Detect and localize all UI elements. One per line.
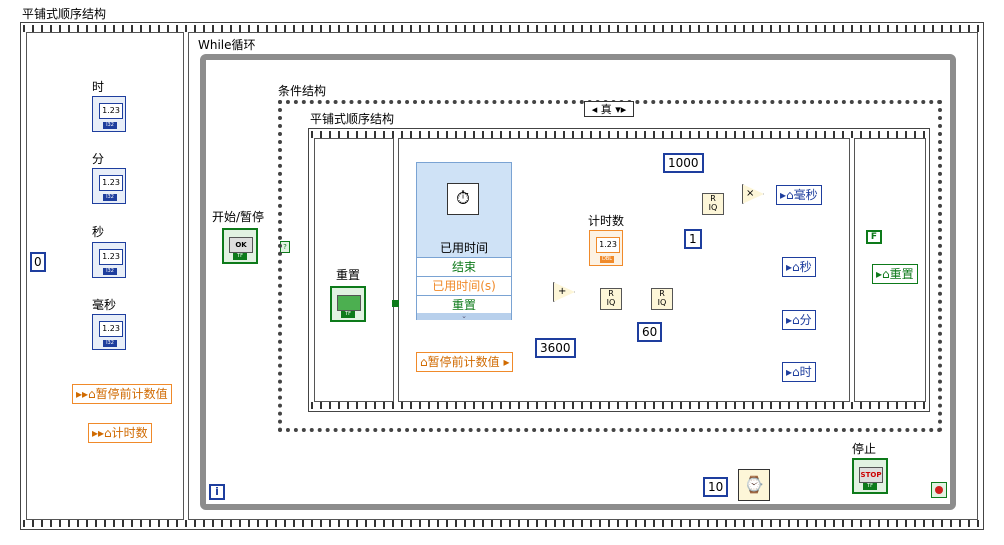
quotient-node-3-r: R xyxy=(710,194,716,203)
elapsed-row-end[interactable]: 结束 xyxy=(417,257,511,276)
local-pause-count-read-text: 暂停前计数值 xyxy=(427,355,500,369)
count-indicator-tag: DBL xyxy=(600,256,614,263)
while-loop[interactable] xyxy=(200,54,956,510)
stop-control[interactable]: STOP TF xyxy=(852,458,888,494)
reset-tag: TF xyxy=(341,311,355,318)
indicator-sec-value: 1.23 xyxy=(99,249,123,265)
elapsed-row-reset[interactable]: 重置 xyxy=(417,295,511,314)
loop-condition-terminal[interactable] xyxy=(931,482,947,498)
start-pause-label: 开始/暂停 xyxy=(212,210,265,224)
count-indicator-value: 1.23 xyxy=(596,237,620,253)
indicator-sec[interactable]: 1.23 I32 xyxy=(92,242,126,278)
reset-face xyxy=(337,295,361,311)
const-3600[interactable]: 3600 xyxy=(535,338,576,358)
stop-tag: TF xyxy=(863,483,877,490)
const-zero[interactable]: 0 xyxy=(30,252,46,272)
indicator-ms-label: 毫秒 xyxy=(92,298,117,312)
quotient-node-1-iq: IQ xyxy=(606,298,616,307)
local-pause-count-text: 暂停前计数值 xyxy=(95,387,168,401)
local-ms-text: 毫秒 xyxy=(793,188,818,202)
local-ms[interactable]: ▸⌂毫秒 xyxy=(776,185,822,205)
quotient-node-1-r: R xyxy=(608,289,614,298)
local-min-text: 分 xyxy=(799,313,812,327)
indicator-hour-value: 1.23 xyxy=(99,103,123,119)
elapsed-time-title: 已用时间 xyxy=(439,241,488,255)
film-strip-top xyxy=(21,25,983,32)
start-pause-face: OK xyxy=(229,237,253,253)
local-sec-text: 秒 xyxy=(799,260,812,274)
local-reset-text: 重置 xyxy=(889,267,914,281)
local-count-text: 计时数 xyxy=(111,426,148,440)
indicator-min-label: 分 xyxy=(92,152,105,166)
elapsed-time-vi[interactable]: ⏱ 已用时间 结束 已用时间(s) 重置 ⌄ xyxy=(416,162,512,320)
local-hour-text: 时 xyxy=(799,365,812,379)
local-pause-count-read[interactable]: ⌂暂停前计数值 ▸ xyxy=(416,352,514,372)
stop-condition-icon xyxy=(935,486,943,494)
stop-face: STOP xyxy=(859,467,883,483)
elapsed-row-seconds[interactable]: 已用时间(s) xyxy=(417,276,511,295)
local-pause-count[interactable]: ▸▸⌂暂停前计数值 xyxy=(72,384,172,404)
case-selector[interactable]: ◂ 真 ▾▸ xyxy=(584,101,634,117)
bool-tunnel xyxy=(392,300,399,307)
case-structure-title: 条件结构 xyxy=(278,84,327,98)
indicator-ms-value: 1.23 xyxy=(99,321,123,337)
const-60[interactable]: 60 xyxy=(637,322,663,342)
inner-frame-1[interactable] xyxy=(314,138,394,402)
indicator-sec-label: 秒 xyxy=(92,225,105,239)
indicator-min-tag: I32 xyxy=(103,194,117,201)
local-min[interactable]: ▸⌂分 xyxy=(782,310,816,330)
wait-ms-icon[interactable]: ⌚ xyxy=(738,469,770,501)
count-indicator-label: 计时数 xyxy=(588,214,625,228)
stop-label: 停止 xyxy=(852,442,877,456)
indicator-hour-tag: I32 xyxy=(103,122,117,129)
inner-film-bottom xyxy=(309,402,929,409)
indicator-min[interactable]: 1.23 I32 xyxy=(92,168,126,204)
iteration-terminal[interactable]: i xyxy=(209,484,225,500)
start-pause-control[interactable]: OK TF xyxy=(222,228,258,264)
local-sec[interactable]: ▸⌂秒 xyxy=(782,257,816,277)
while-loop-title: While循环 xyxy=(198,38,256,52)
const-10[interactable]: 10 xyxy=(703,477,729,497)
indicator-sec-tag: I32 xyxy=(103,268,117,275)
inner-sequence-title: 平铺式顺序结构 xyxy=(310,112,395,126)
reset-label: 重置 xyxy=(336,268,361,282)
start-pause-tag: TF xyxy=(233,253,247,260)
indicator-hour-label: 时 xyxy=(92,80,105,94)
outer-sequence-title: 平铺式顺序结构 xyxy=(22,7,107,21)
inner-film-top xyxy=(309,131,929,138)
local-reset[interactable]: ▸⌂重置 xyxy=(872,264,918,284)
const-1[interactable]: 1 xyxy=(684,229,702,249)
local-hour[interactable]: ▸⌂时 xyxy=(782,362,816,382)
indicator-hour[interactable]: 1.23 I32 xyxy=(92,96,126,132)
case-selector-value: 真 xyxy=(600,103,612,116)
quotient-node-2-iq: IQ xyxy=(657,298,667,307)
expand-chevron-icon[interactable]: ⌄ xyxy=(417,313,511,320)
quotient-node-2-r: R xyxy=(659,289,665,298)
indicator-ms[interactable]: 1.23 I32 xyxy=(92,314,126,350)
local-count[interactable]: ▸▸⌂计时数 xyxy=(88,423,152,443)
stopwatch-icon: ⏱ xyxy=(447,183,479,215)
const-1000[interactable]: 1000 xyxy=(663,153,704,173)
film-strip-bottom xyxy=(21,520,983,527)
count-indicator[interactable]: 1.23 DBL xyxy=(589,230,623,266)
indicator-min-value: 1.23 xyxy=(99,175,123,191)
quotient-node-3-iq: IQ xyxy=(708,203,718,212)
indicator-ms-tag: I32 xyxy=(103,340,117,347)
const-false[interactable]: F xyxy=(866,230,882,244)
reset-control[interactable]: TF xyxy=(330,286,366,322)
